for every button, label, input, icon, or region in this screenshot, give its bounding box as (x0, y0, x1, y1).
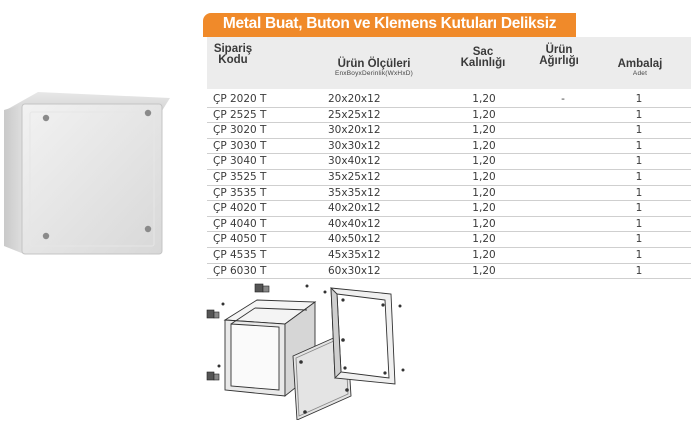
cell-code: ÇP 4050 T (213, 233, 267, 246)
table-row: ÇP 4535 T 45x35x12 1,20 1 (207, 248, 691, 264)
cell-code: ÇP 4535 T (213, 248, 267, 261)
table-row: ÇP 3525 T 35x25x12 1,20 1 (207, 170, 691, 186)
cell-dimensions: 60x30x12 (328, 264, 381, 277)
cell-package: 1 (635, 217, 643, 230)
header-order-code-line1: Sipariş (213, 43, 253, 55)
cell-package: 1 (635, 155, 643, 168)
table-row: ÇP 4040 T 40x40x12 1,20 1 (207, 217, 691, 233)
header-thickness: Sac Kalınlığı (455, 46, 511, 69)
cell-code: ÇP 2525 T (213, 108, 267, 121)
header-weight: Ürün Ağırlığı (531, 44, 587, 67)
cell-dimensions: 40x40x12 (328, 217, 381, 230)
cell-dimensions: 40x20x12 (328, 202, 381, 215)
cell-code: ÇP 3040 T (213, 155, 267, 168)
cell-package: 1 (635, 139, 643, 152)
cell-dimensions: 30x40x12 (328, 155, 381, 168)
cell-dimensions: 40x50x12 (328, 233, 381, 246)
header-package: Ambalaj Adet (607, 58, 673, 78)
header-package-sub: Adet (632, 70, 648, 77)
cell-dimensions: 30x30x12 (328, 139, 381, 152)
header-thickness-line2: Kalınlığı (460, 57, 506, 69)
cell-package: 1 (635, 93, 643, 105)
cell-package: 1 (635, 108, 643, 121)
header-package-label: Ambalaj (617, 58, 663, 70)
cell-thickness: 1,20 (472, 233, 496, 246)
cell-dimensions: 45x35x12 (328, 248, 381, 261)
page-title: Metal Buat, Buton ve Klemens Kutuları De… (222, 15, 557, 32)
header-thickness-line1: Sac (472, 46, 494, 58)
cell-thickness: 1,20 (472, 264, 496, 277)
cell-package: 1 (635, 124, 643, 137)
cell-thickness: 1,20 (472, 248, 496, 261)
header-dimensions-sub: EnxBoyxDerinlik(WxHxD) (334, 70, 414, 77)
table-row: ÇP 4020 T 40x20x12 1,20 1 (207, 201, 691, 217)
header-dimensions-label: Ürün Ölçüleri (337, 58, 411, 70)
title-banner: Metal Buat, Buton ve Klemens Kutuları De… (203, 13, 576, 37)
cell-thickness: 1,20 (472, 93, 496, 105)
cell-code: ÇP 3525 T (213, 170, 267, 183)
cell-code: ÇP 4020 T (213, 202, 267, 215)
header-order-code: Sipariş Kodu (207, 43, 259, 66)
cell-dimensions: 30x20x12 (328, 124, 381, 137)
cell-thickness: 1,20 (472, 202, 496, 215)
table-row: ÇP 3030 T 30x30x12 1,20 1 (207, 139, 691, 155)
table-row: ÇP 2525 T 25x25x12 1,20 1 (207, 108, 691, 124)
cell-weight: - (561, 93, 565, 105)
table-row: ÇP 4050 T 40x50x12 1,20 1 (207, 232, 691, 248)
cell-thickness: 1,20 (472, 124, 496, 137)
cell-package: 1 (635, 202, 643, 215)
table-row: ÇP 6030 T 60x30x12 1,20 1 (207, 264, 691, 280)
cell-package: 1 (635, 186, 643, 199)
cell-code: ÇP 3020 T (213, 124, 267, 137)
cell-thickness: 1,20 (472, 170, 496, 183)
cell-dimensions: 25x25x12 (328, 108, 381, 121)
table-row: ÇP 3020 T 30x20x12 1,20 1 (207, 123, 691, 139)
cell-package: 1 (635, 248, 643, 261)
cell-thickness: 1,20 (472, 217, 496, 230)
metal-box-illustration (4, 92, 170, 255)
cell-code: ÇP 2020 T (213, 93, 267, 105)
cell-thickness: 1,20 (472, 139, 496, 152)
cell-code: ÇP 3030 T (213, 139, 267, 152)
table-row: ÇP 3535 T 35x35x12 1,20 1 (207, 186, 691, 202)
header-order-code-line2: Kodu (218, 54, 248, 66)
product-image (0, 88, 170, 268)
cell-dimensions: 35x35x12 (328, 186, 381, 199)
table-header (207, 37, 691, 89)
table-row: ÇP 3040 T 30x40x12 1,20 1 (207, 154, 691, 170)
cell-dimensions: 20x20x12 (328, 93, 381, 105)
header-weight-line2: Ağırlığı (539, 55, 579, 67)
product-table: Sipariş Kodu Ürün Ölçüleri EnxBoyxDerinl… (207, 37, 691, 280)
cell-thickness: 1,20 (472, 186, 496, 199)
table-body: ÇP 2020 T 20x20x12 1,20 - 1 ÇP 2525 T 25… (207, 92, 691, 280)
cell-package: 1 (635, 170, 643, 183)
header-dimensions: Ürün Ölçüleri EnxBoyxDerinlik(WxHxD) (319, 58, 429, 78)
cell-thickness: 1,20 (472, 108, 496, 121)
table-row: ÇP 2020 T 20x20x12 1,20 - 1 (207, 92, 691, 108)
cell-package: 1 (635, 264, 643, 277)
cell-thickness: 1,20 (472, 155, 496, 168)
exploded-drawing (195, 278, 415, 421)
exploded-assembly-illustration (206, 283, 405, 421)
cell-code: ÇP 4040 T (213, 217, 267, 230)
cell-dimensions: 35x25x12 (328, 170, 381, 183)
cell-package: 1 (635, 233, 643, 246)
cell-code: ÇP 6030 T (213, 264, 267, 277)
cell-code: ÇP 3535 T (213, 186, 267, 199)
header-weight-line1: Ürün (545, 44, 573, 56)
